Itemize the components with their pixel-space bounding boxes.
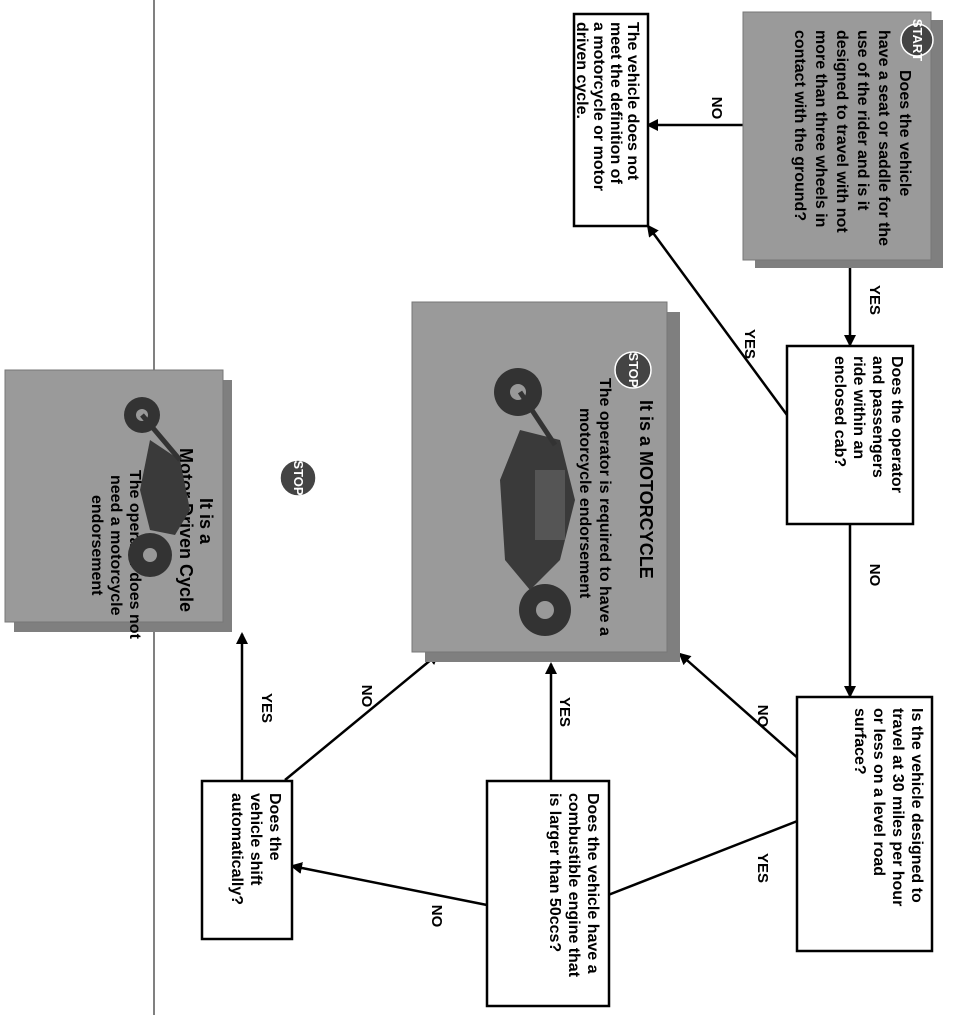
shift-question-text: Does the vehicle shift automatically?	[228, 793, 283, 905]
motorcycle-stop-text: STOP	[626, 352, 641, 387]
edge-label-shift-no: NO	[358, 685, 375, 708]
arrow-cab-yes	[646, 224, 789, 416]
edge-label-engine-yes: YES	[556, 697, 573, 727]
speed-line-4: surface?	[851, 708, 868, 775]
speed-line-3: or less on a level road	[870, 708, 887, 876]
motorcycle-title: It is a MOTORCYCLE	[636, 400, 656, 579]
motorcycle-line-1: The operator is required to have a	[596, 378, 613, 636]
enclosed-cab-line-4: enclosed cab?	[831, 356, 848, 467]
mdc-line-3: endorsement	[88, 495, 105, 596]
edge-label-cab-yes: YES	[741, 329, 758, 359]
enclosed-cab-line-1: Does the operator	[888, 356, 905, 493]
start-line-1: Does the vehicle	[896, 70, 913, 196]
mdc-title-line-1: It is a	[196, 498, 216, 545]
edge-label-speed-yes: YES	[754, 853, 771, 883]
speed-line-2: travel at 30 miles per hour	[889, 708, 906, 906]
shift-question-node: Does the vehicle shift automatically?	[200, 779, 294, 941]
shift-line-1: Does the	[266, 793, 283, 861]
edge-label-shift-yes: YES	[258, 693, 275, 723]
arrow-speed-no	[678, 652, 801, 761]
edge-label-speed-no: NO	[754, 705, 771, 728]
not-vehicle-result-node: The vehicle does not meet the definition…	[572, 12, 650, 228]
enclosed-cab-line-2: and passengers	[869, 356, 886, 478]
motor-driven-cycle-result-node: STOP It is a Motor Driven Cycle The oper…	[4, 369, 317, 640]
shift-line-3: automatically?	[228, 793, 245, 905]
start-badge-icon	[900, 23, 934, 57]
start-line-5: more than three wheels in	[812, 30, 829, 227]
arrow-speed-yes	[578, 818, 801, 908]
edge-label-engine-no: NO	[428, 905, 445, 928]
arrow-shift-no	[284, 652, 440, 781]
motorcycle-illustration	[494, 368, 575, 636]
mdc-stop-icon	[279, 459, 317, 497]
shift-line-2: vehicle shift	[247, 793, 264, 886]
engine-line-1: Does the vehicle have a	[584, 793, 601, 974]
mdc-stop-text: STOP	[291, 460, 306, 495]
enclosed-cab-question-node: Does the operator and passengers ride wi…	[785, 344, 915, 526]
not-vehicle-text: The vehicle does not meet the definition…	[573, 22, 641, 195]
edge-label-start-no: NO	[708, 97, 725, 120]
motorcycle-line-2: motorcycle endorsement	[576, 408, 593, 599]
speed-question-text: Is the vehicle designed to travel at 30 …	[851, 708, 925, 911]
speed-question-node: Is the vehicle designed to travel at 30 …	[795, 695, 934, 953]
not-vehicle-line-1: The vehicle does not	[624, 22, 641, 181]
enclosed-cab-line-3: ride within an	[850, 356, 867, 459]
engine-line-2: combustible engine that	[565, 793, 582, 978]
edge-label-start-yes: YES	[866, 285, 883, 315]
mdc-line-2: need a motorcycle	[107, 475, 124, 616]
enclosed-cab-text: Does the operator and passengers ride wi…	[831, 356, 905, 497]
start-badge-text: START	[910, 19, 925, 61]
not-vehicle-line-4: driven cycle.	[573, 22, 590, 119]
start-line-6: contact with the ground?	[791, 30, 808, 221]
engine-question-text: Does the vehicle have a combustible engi…	[546, 793, 601, 981]
edge-label-cab-no: NO	[866, 564, 883, 587]
start-line-4: designed to travel with not	[833, 30, 850, 233]
start-question-node: START Does the vehicle have a seat or sa…	[742, 11, 943, 268]
not-vehicle-line-2: meet the definition of	[607, 22, 624, 184]
motor-driven-cycle-illustration	[124, 397, 190, 577]
arrow-engine-no	[290, 862, 488, 907]
engine-line-3: is larger than 50ccs?	[546, 793, 563, 952]
start-line-2: have a seat or saddle for the	[875, 30, 892, 246]
start-question-text: Does the vehicle have a seat or saddle f…	[791, 30, 913, 251]
not-vehicle-line-3: a motorcycle or motor	[590, 22, 607, 191]
start-line-3: use of the rider and is it	[854, 30, 871, 211]
motorcycle-result-node: STOP It is a MOTORCYCLE The operator is …	[411, 301, 680, 662]
engine-question-node: Does the vehicle have a combustible engi…	[485, 779, 611, 1008]
speed-line-1: Is the vehicle designed to	[908, 708, 925, 903]
motorcycle-text: The operator is required to have a motor…	[576, 378, 613, 640]
motorcycle-stop-icon	[614, 351, 652, 389]
